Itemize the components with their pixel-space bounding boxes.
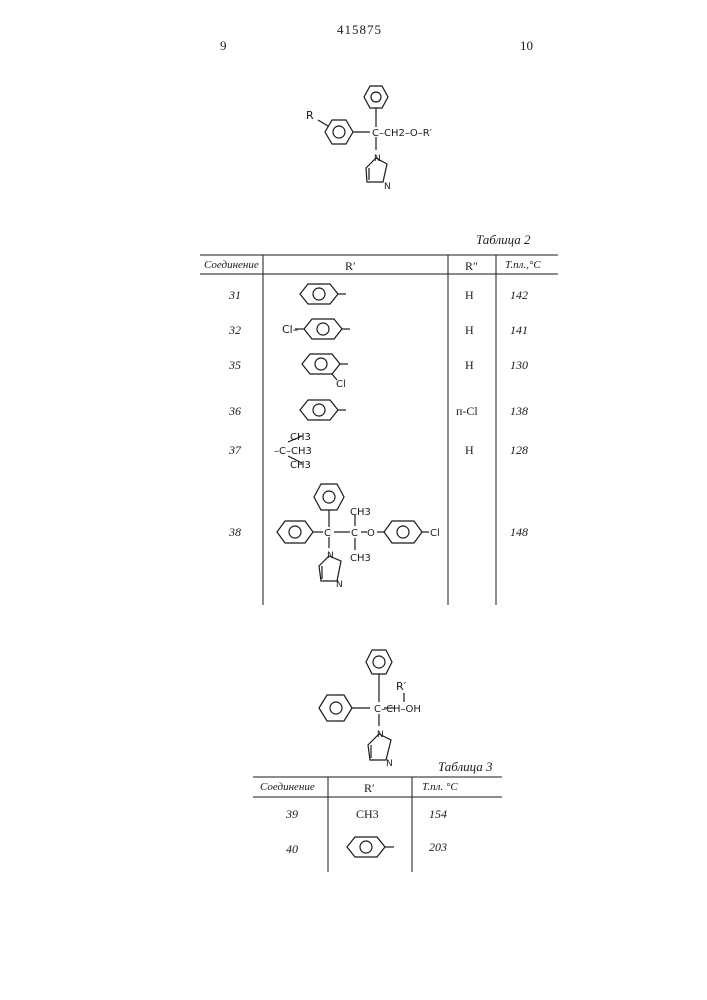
table3-row40-mp: 203 <box>429 840 447 855</box>
